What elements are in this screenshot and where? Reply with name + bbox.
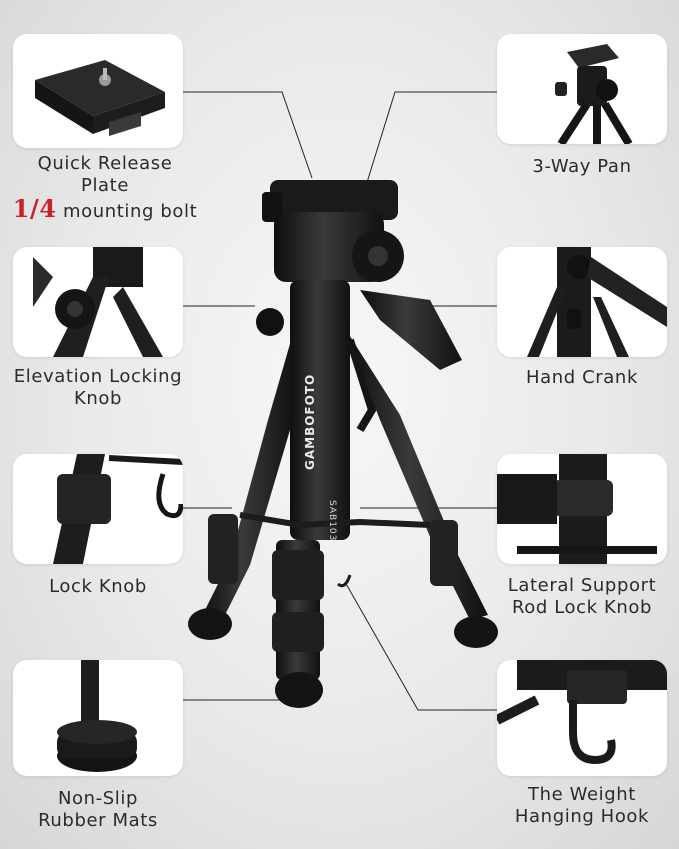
three-way-pan-photo: [497, 34, 667, 144]
bolt-size-value: 1/4: [12, 194, 57, 223]
hand-crank-label: Hand Crank: [526, 367, 638, 388]
quick-release-plate-photo: [13, 34, 183, 148]
lock-knob-label: Lock Knob: [49, 576, 147, 597]
brand-text: GAMBOFOTO: [303, 374, 317, 470]
three-way-pan-label: 3-Way Pan: [532, 156, 632, 177]
bolt-size-text: mounting bolt: [63, 201, 198, 222]
lateral-support-photo: [497, 454, 667, 564]
rubber-mats-label: Non-Slip Rubber Mats: [38, 788, 158, 831]
lock-knob-photo: [13, 454, 183, 564]
model-text: SAB103: [327, 500, 337, 541]
quick-release-plate-label: Quick Release Plate 1/4 mounting bolt: [12, 153, 198, 223]
rubber-mats-photo: [13, 660, 183, 776]
lateral-support-label: Lateral Support Rod Lock Knob: [507, 575, 657, 618]
hand-crank-photo: [497, 247, 667, 357]
weight-hook-photo: [497, 660, 667, 776]
elevation-knob-photo: [13, 247, 183, 357]
elevation-knob-label: Elevation Locking Knob: [13, 366, 183, 409]
weight-hook-label: The Weight Hanging Hook: [514, 784, 650, 827]
